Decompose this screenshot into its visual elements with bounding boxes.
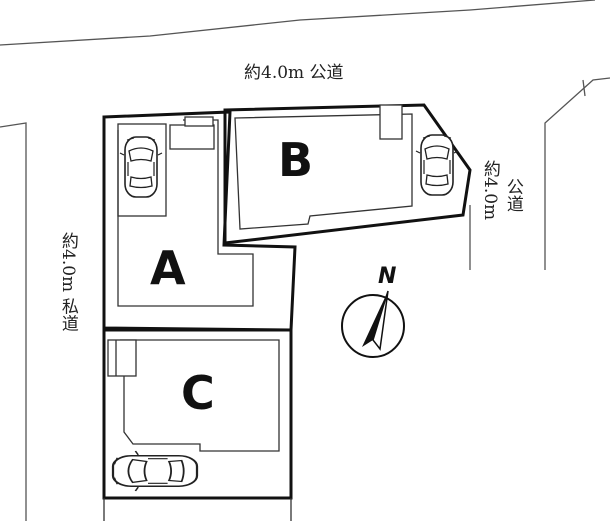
right-road-label-line-1: 約4.0m	[479, 160, 500, 221]
lot-b-house-outline	[234, 113, 413, 230]
right-road-edge	[544, 77, 610, 270]
car-icon	[415, 134, 459, 196]
lot-b-label: B	[278, 133, 314, 187]
left-road-edge	[0, 122, 27, 521]
lot-b	[223, 103, 472, 245]
right-road-label: 約4.0m	[479, 160, 500, 221]
lot-c-label: C	[181, 366, 215, 420]
lot-a-parking-frame	[117, 123, 167, 217]
corner-cut-edge	[582, 79, 586, 97]
north-arrow-icon	[341, 290, 405, 358]
top-road-label: 約4.0m 公道	[244, 63, 344, 83]
lot-a-house-outline	[117, 119, 254, 307]
right-road-label-2: 公道	[502, 178, 523, 212]
lot-a	[102, 110, 297, 332]
lot-c	[102, 328, 293, 500]
lot-a-boundary	[102, 110, 297, 332]
car-icon	[119, 136, 163, 198]
north-label: N	[378, 264, 397, 289]
boundary-extensions	[103, 498, 292, 521]
left-road-label: 約4.0m 私道	[57, 232, 78, 332]
top-road-edge	[0, 0, 596, 46]
lot-a-entry-step	[184, 116, 214, 127]
car-icon	[111, 449, 199, 493]
lot-c-entry-box	[107, 339, 137, 377]
lot-b-entry-box	[379, 104, 403, 140]
lot-c-boundary	[102, 328, 293, 500]
lot-a-entry-box	[169, 124, 215, 150]
lot-c-house-outline	[120, 339, 280, 452]
lot-a-label: A	[150, 241, 186, 295]
right-road-label-line-2: 公道	[502, 178, 523, 212]
